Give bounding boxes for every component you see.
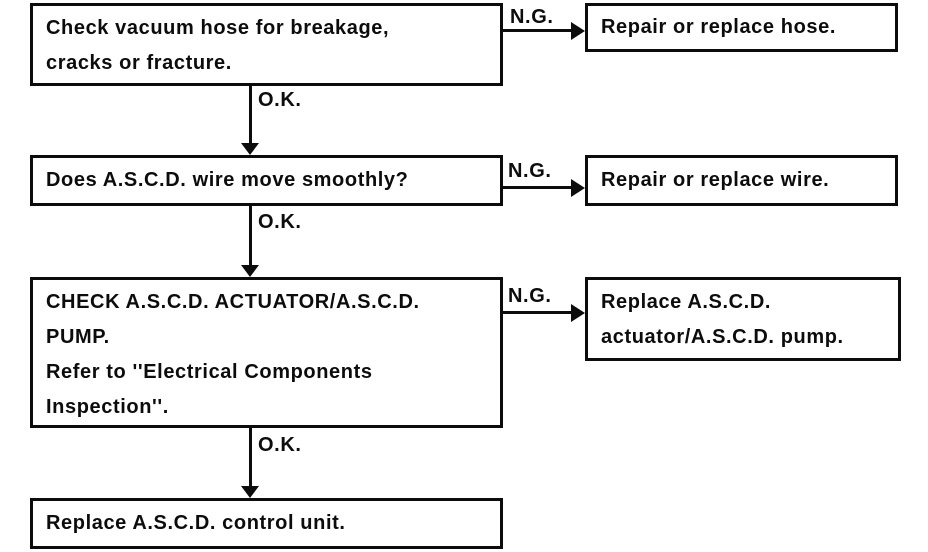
- box-text-line: Replace A.S.C.D.: [601, 291, 772, 313]
- connector-ng-line-3: [503, 311, 572, 314]
- connector-ok-line-1: [249, 86, 252, 144]
- arrow-down-icon: [241, 265, 259, 277]
- box-text-line: Repair or replace hose.: [601, 16, 837, 38]
- edge-label-ok-3: O.K.: [258, 433, 302, 457]
- connector-ok-line-3: [249, 428, 252, 487]
- flowchart-box-check-actuator-pump: CHECK A.S.C.D. ACTUATOR/A.S.C.D. PUMP. R…: [30, 277, 503, 428]
- arrow-right-icon: [571, 22, 585, 40]
- connector-ng-line-2: [503, 186, 572, 189]
- box-text-line: Refer to ''Electrical Components: [46, 361, 373, 383]
- flowchart-box-repair-wire: Repair or replace wire.: [585, 155, 898, 206]
- flowchart-box-replace-control-unit: Replace A.S.C.D. control unit.: [30, 498, 503, 549]
- flowchart-box-repair-hose: Repair or replace hose.: [585, 3, 898, 52]
- box-text-line: Does A.S.C.D. wire move smoothly?: [46, 169, 409, 191]
- box-text-line: cracks or fracture.: [46, 52, 232, 74]
- flowchart-box-replace-actuator-pump: Replace A.S.C.D. actuator/A.S.C.D. pump.: [585, 277, 901, 361]
- arrow-right-icon: [571, 304, 585, 322]
- box-text-line: Inspection''.: [46, 396, 169, 418]
- edge-label-ng-2: N.G.: [508, 159, 552, 183]
- edge-label-ng-1: N.G.: [510, 5, 554, 29]
- flowchart-box-check-vacuum-hose: Check vacuum hose for breakage, cracks o…: [30, 3, 503, 86]
- edge-label-ok-1: O.K.: [258, 88, 302, 112]
- connector-ok-line-2: [249, 206, 252, 266]
- arrow-right-icon: [571, 179, 585, 197]
- box-text-line: actuator/A.S.C.D. pump.: [601, 326, 844, 348]
- box-text-line: CHECK A.S.C.D. ACTUATOR/A.S.C.D.: [46, 291, 420, 313]
- arrow-down-icon: [241, 143, 259, 155]
- box-text-line: Repair or replace wire.: [601, 169, 830, 191]
- edge-label-ng-3: N.G.: [508, 284, 552, 308]
- edge-label-ok-2: O.K.: [258, 210, 302, 234]
- flowchart-box-wire-move-smoothly: Does A.S.C.D. wire move smoothly?: [30, 155, 503, 206]
- box-text-line: Replace A.S.C.D. control unit.: [46, 512, 346, 534]
- box-text-line: Check vacuum hose for breakage,: [46, 17, 390, 39]
- box-text-line: PUMP.: [46, 326, 110, 348]
- arrow-down-icon: [241, 486, 259, 498]
- connector-ng-line-1: [503, 29, 572, 32]
